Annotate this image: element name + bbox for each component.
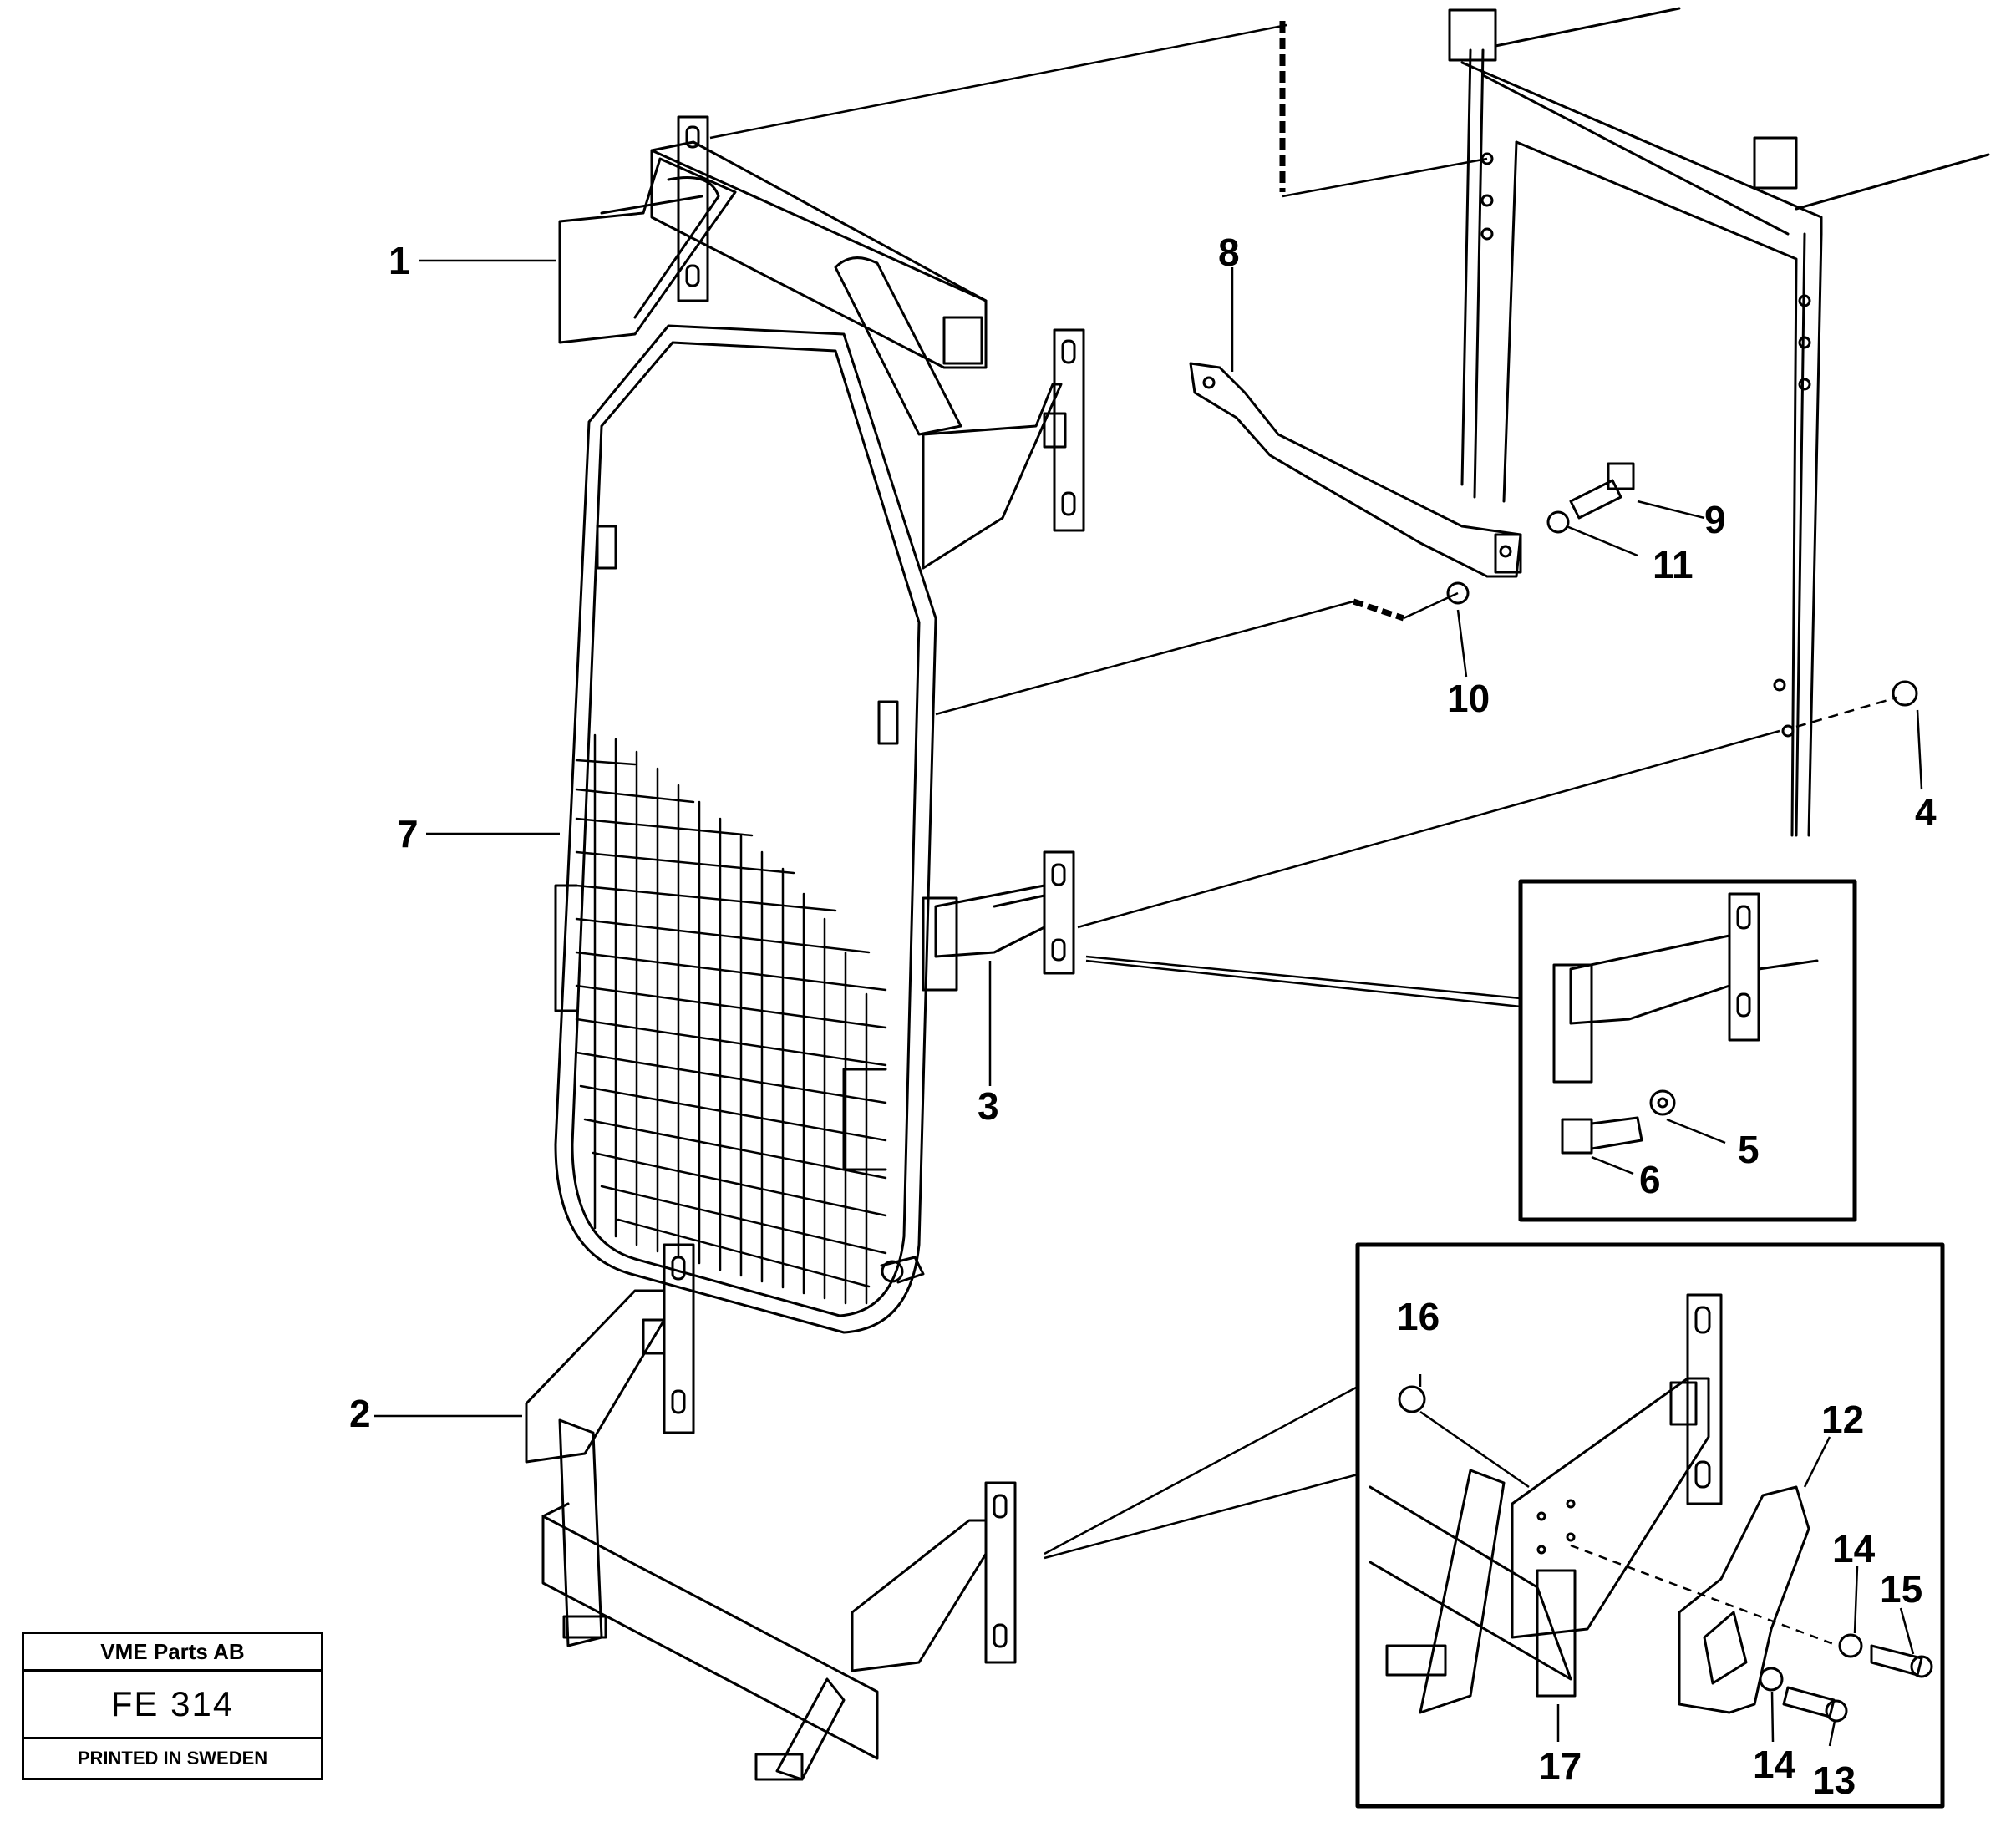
callout-17: 17 (1539, 1744, 1582, 1788)
title-block-code: FE 314 (24, 1672, 321, 1739)
middle-bracket (922, 850, 1075, 992)
callout-9: 9 (1704, 498, 1726, 541)
leader-lines (374, 21, 1923, 1747)
screen-frame (554, 324, 937, 1334)
lower-bracket (525, 1243, 1017, 1781)
stay-bar (1189, 362, 1918, 707)
callout-14-lower: 14 (1753, 1743, 1796, 1786)
cab-frame (1448, 7, 1990, 837)
title-block-company: VME Parts AB (24, 1634, 321, 1672)
callout-10: 10 (1447, 677, 1490, 720)
callout-7: 7 (397, 812, 419, 855)
callout-8: 8 (1218, 231, 1240, 274)
callout-14-upper: 14 (1832, 1527, 1876, 1571)
callout-11: 11 (1653, 543, 1694, 586)
callout-12: 12 (1821, 1398, 1864, 1441)
callout-1: 1 (388, 239, 410, 282)
callout-2: 2 (349, 1392, 371, 1435)
title-block: VME Parts AB FE 314 PRINTED IN SWEDEN (22, 1632, 323, 1780)
callout-3: 3 (978, 1084, 999, 1128)
callout-15: 15 (1880, 1567, 1922, 1611)
title-block-footer: PRINTED IN SWEDEN (77, 1748, 268, 1769)
callout-16: 16 (1397, 1295, 1440, 1338)
callout-5: 5 (1738, 1128, 1760, 1171)
callout-13: 13 (1813, 1758, 1856, 1802)
callout-4: 4 (1915, 790, 1937, 834)
inset-detail-lower (1355, 1242, 1945, 1809)
upper-bracket (558, 115, 1085, 570)
callout-6: 6 (1639, 1158, 1661, 1201)
inset-detail-upper (1518, 879, 1857, 1222)
